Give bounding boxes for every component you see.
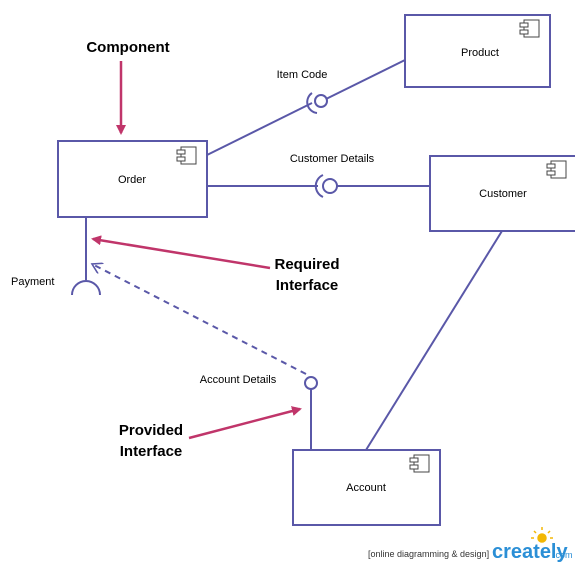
provided-annotation-line2: Interface (120, 443, 183, 460)
sun-icon (531, 527, 553, 543)
order-component[interactable]: Order (57, 140, 208, 218)
component-icon (409, 454, 430, 473)
customer-details-interface[interactable] (314, 174, 338, 198)
provided-annotation-line1: Provided (119, 422, 183, 439)
footer-brand-suffix: .com (553, 550, 573, 560)
footer-brand: creately (492, 541, 568, 563)
customer-label: Customer (479, 188, 527, 200)
account-details-label: Account Details (200, 374, 277, 386)
item-code-socket-icon (306, 92, 318, 114)
component-icon (176, 146, 197, 165)
payment-socket-icon (71, 280, 101, 296)
payment-interface[interactable] (71, 280, 101, 296)
customer-details-socket-icon (314, 174, 324, 198)
item-code-ball-icon (314, 94, 328, 108)
customer-component[interactable]: Customer (429, 155, 575, 232)
required-annotation-line1: Required (274, 256, 339, 273)
required-interface-annotation-arrow (91, 235, 271, 270)
component-annotation-label: Component (86, 39, 169, 56)
product-component[interactable]: Product (404, 14, 551, 88)
provided-interface-annotation-arrow (188, 406, 302, 440)
account-label: Account (346, 482, 386, 494)
customer-details-ball-icon (322, 178, 338, 194)
creately-watermark: [online diagramming & design] creately .… (368, 527, 573, 563)
item-code-label: Item Code (277, 69, 328, 81)
payment-label: Payment (11, 276, 54, 288)
customer-account-connector (365, 230, 503, 451)
item-code-product-connector (325, 59, 406, 100)
order-label: Order (118, 174, 146, 186)
required-annotation-line2: Interface (276, 277, 339, 294)
footer-tagline: [online diagramming & design] (368, 549, 489, 559)
component-icon (546, 160, 567, 179)
item-code-interface[interactable] (306, 92, 328, 114)
order-item-code-connector (206, 102, 313, 156)
product-label: Product (461, 47, 499, 59)
component-icon (519, 19, 540, 38)
account-details-ball-icon (304, 376, 318, 390)
dependency-dashed-arrow (92, 264, 307, 375)
account-component[interactable]: Account (292, 449, 441, 526)
account-details-interface[interactable] (304, 376, 318, 390)
customer-details-label: Customer Details (290, 153, 375, 165)
